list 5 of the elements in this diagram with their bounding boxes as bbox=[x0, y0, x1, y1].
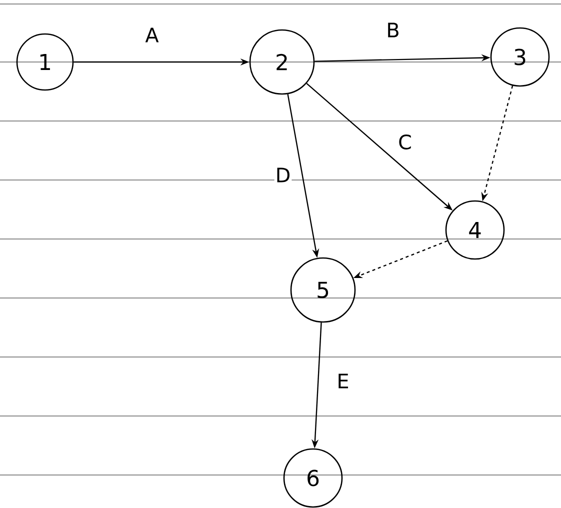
edge-label: D bbox=[274, 166, 292, 184]
edge-label: E bbox=[336, 372, 350, 390]
edge-label: B bbox=[385, 22, 401, 38]
edge-label: C bbox=[397, 133, 413, 151]
edge-label: A bbox=[144, 26, 160, 44]
